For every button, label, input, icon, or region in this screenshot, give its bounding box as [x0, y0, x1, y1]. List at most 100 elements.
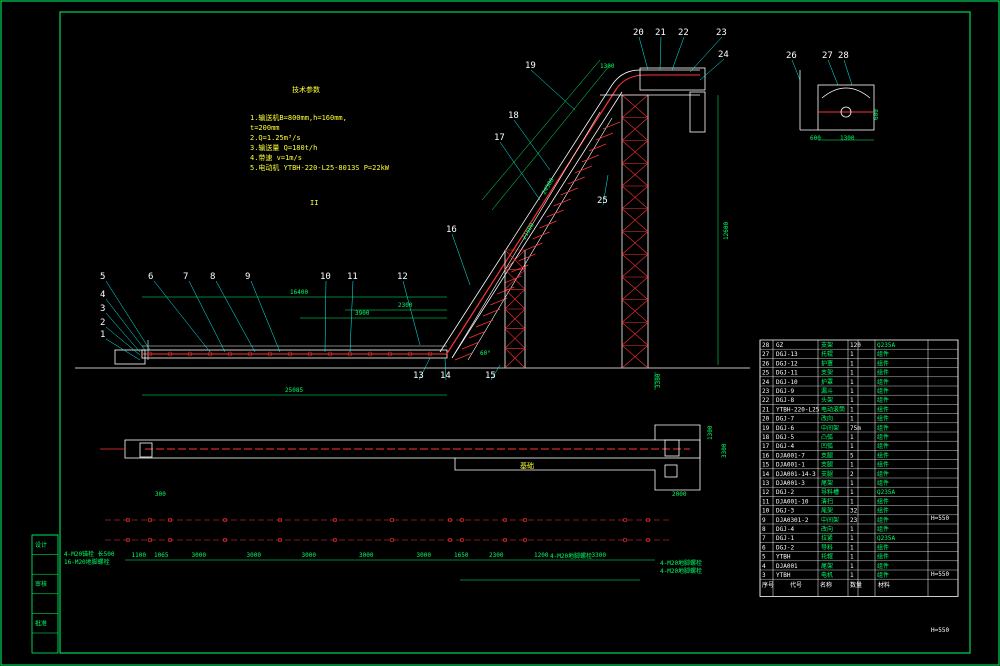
bom-cell: DGJ-9 — [776, 388, 794, 395]
callout-14: 14 — [440, 371, 451, 381]
bom-cell: DJA0301-2 — [776, 517, 809, 524]
bom-cell: 1 — [850, 489, 854, 496]
inclined-conveyor — [439, 67, 706, 361]
callout-5: 5 — [100, 272, 105, 282]
callout-11: 11 — [347, 272, 358, 282]
base-spacing-8: 2300 — [489, 552, 504, 559]
callout-21: 21 — [655, 28, 666, 38]
bom-cell: 21 — [762, 406, 770, 413]
bom-cell: 23 — [850, 517, 858, 524]
base-spacing-0: 1100 — [132, 552, 147, 559]
bom-cell: 1 — [850, 498, 854, 505]
bom-cell: 1 — [850, 416, 854, 423]
bom-cell: 1 — [850, 526, 854, 533]
bom-cell: 19 — [762, 425, 770, 432]
bom-cell: 电动滚筒 — [821, 405, 845, 413]
bom-cell: 4 — [762, 563, 766, 570]
callout-3: 3 — [100, 304, 105, 314]
bom-cell: 尾架 — [821, 479, 833, 487]
bom-cell: 支腿 — [821, 470, 833, 478]
bom-cell: 3 — [762, 572, 766, 579]
bom-cell: DGJ-2 — [776, 489, 794, 496]
notes-mark: II — [310, 199, 318, 207]
bom-cell: 改向 — [821, 525, 833, 533]
callout-27: 27 — [822, 51, 833, 61]
bom-cell: 组件 — [877, 451, 889, 459]
base-spacing-4: 3000 — [302, 552, 317, 559]
bom-cell: 支腿 — [821, 451, 833, 459]
dimension-7: 3300 — [655, 373, 662, 388]
bom-cell: Q235A — [877, 342, 895, 349]
callout-26: 26 — [786, 51, 797, 61]
base-spacing-2: 3000 — [192, 552, 207, 559]
bom-cell: 组件 — [877, 525, 889, 533]
head-frame — [639, 67, 706, 91]
bom-cell: DJA001-10 — [776, 498, 809, 505]
bom-cell: 组件 — [877, 350, 889, 358]
technical-notes: 技术参数1.输送机B=800mm,h=160mm,t=200mm2.Q=1.25… — [250, 85, 390, 207]
bom-cell: DGJ-6 — [776, 425, 794, 432]
bom-cell: 9 — [762, 517, 766, 524]
lower-note-1: 4-M20锚栓 长500 — [64, 550, 115, 558]
bom-cell: YTBH-220-L25 — [776, 406, 820, 413]
dimension-4: 21500 — [521, 222, 536, 241]
bom-cell: DGJ-4 — [776, 443, 794, 450]
bom-cell: 1 — [850, 480, 854, 487]
bom-cell: 5 — [762, 554, 766, 561]
dimension-3: 2300 — [398, 302, 413, 309]
bom-cell: DGJ-5 — [776, 434, 794, 441]
dimension-10: 600 — [810, 135, 821, 142]
bom-cell: 1 — [850, 462, 854, 469]
bom-cell: 护罩 — [821, 359, 833, 367]
bom-cell: 尾架 — [821, 507, 833, 515]
bom-cell: 中间架 — [821, 516, 839, 524]
bom-cell: 1 — [850, 360, 854, 367]
callout-20: 20 — [633, 28, 644, 38]
bom-cell: 2 — [850, 471, 854, 478]
callout-18: 18 — [508, 111, 519, 121]
bom-cell: 1 — [850, 351, 854, 358]
bom-cell: 28 — [762, 342, 770, 349]
bom-header: 代号 — [790, 581, 802, 589]
bom-cell: Q235A — [877, 489, 895, 496]
bom-cell: 组件 — [877, 553, 889, 561]
bom-cell: DGJ-8 — [776, 397, 794, 404]
bom-cell: 凹弧 — [821, 442, 833, 450]
bom-cell: DJA001-1 — [776, 462, 805, 469]
bom-header: 材料 — [878, 581, 890, 589]
bom-cell: 支架 — [821, 369, 833, 377]
title-block-label: 审核 — [35, 580, 47, 588]
dimension-2: 3900 — [355, 310, 370, 317]
bom-cell: 17 — [762, 443, 770, 450]
title-block-label: 设计 — [35, 541, 47, 549]
bom-cell: Q235A — [877, 535, 895, 542]
bom-cell: 组件 — [877, 461, 889, 469]
bom-cell: 1 — [850, 544, 854, 551]
dimension-0: 25085 — [285, 387, 303, 394]
bom-cell: 组件 — [877, 543, 889, 551]
callout-24: 24 — [718, 50, 729, 60]
bom-cell: 托辊 — [821, 553, 833, 561]
bom-cell: 32 — [850, 508, 858, 515]
dimension-14: 3300 — [721, 443, 728, 458]
bom-cell: 头架 — [821, 396, 833, 404]
base-spacing-9: 1200 — [534, 552, 549, 559]
bom-cell: 支架 — [821, 341, 833, 349]
bom-cell: 护罩 — [821, 378, 833, 386]
plan-view — [100, 424, 701, 491]
bom-cell: 8 — [762, 526, 766, 533]
bom-cell: 支腿 — [821, 461, 833, 469]
bom-cell: 尾架 — [821, 562, 833, 570]
bom-cell: 组件 — [877, 571, 889, 579]
lower-note-5: 4-M20地脚螺栓 — [660, 567, 702, 575]
inner-frame — [59, 11, 971, 654]
notes-title: 技术参数 — [292, 85, 320, 94]
bom-header: 数量 — [850, 581, 862, 589]
bom-cell: 组件 — [877, 562, 889, 570]
note-line-0: 1.输送机B=800mm,h=160mm, — [250, 113, 347, 122]
bom-cell: 26 — [762, 360, 770, 367]
dimension-6: 12600 — [723, 222, 730, 240]
